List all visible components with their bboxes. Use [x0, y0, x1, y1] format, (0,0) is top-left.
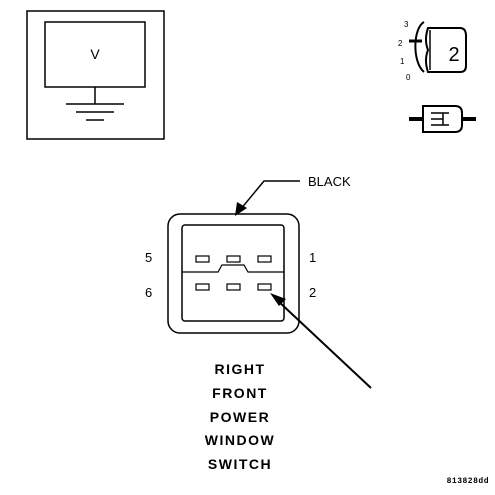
connector-color-label: BLACK [308, 174, 351, 189]
figure-code: 813828dd [446, 477, 489, 486]
pin-label-5: 5 [145, 250, 152, 265]
voltmeter-symbol: V [90, 46, 100, 62]
pin-cavity-5 [195, 255, 210, 263]
title-line-4: WINDOW [204, 432, 276, 448]
title-line-1: RIGHT [214, 361, 266, 377]
pin-cavity-2 [257, 283, 272, 291]
ignition-key-number: 2 [448, 44, 459, 66]
color-callout: BLACK [235, 174, 351, 216]
voltmeter-icon: V [26, 10, 165, 140]
connector-end-icon [409, 105, 476, 133]
connector-face [167, 213, 300, 334]
pin-2-pointer-arrow [270, 293, 372, 389]
ignition-key-icon: 3 2 1 0 2 [398, 20, 467, 82]
ignition-position-3: 3 [404, 20, 409, 29]
pin-cavity-1 [257, 255, 272, 263]
pin-label-2: 2 [309, 285, 316, 300]
ignition-position-2: 2 [398, 39, 403, 48]
ignition-position-0: 0 [406, 73, 411, 82]
title-line-3: POWER [209, 409, 271, 425]
pin-cavity-bottom-middle [226, 283, 241, 291]
pin-cavity-top-middle [226, 255, 241, 263]
title-line-2: FRONT [212, 385, 268, 401]
ignition-position-1: 1 [400, 57, 405, 66]
pin-label-6: 6 [145, 285, 152, 300]
pin-label-1: 1 [309, 250, 316, 265]
pin-cavity-6 [195, 283, 210, 291]
title-line-5: SWITCH [207, 456, 273, 472]
